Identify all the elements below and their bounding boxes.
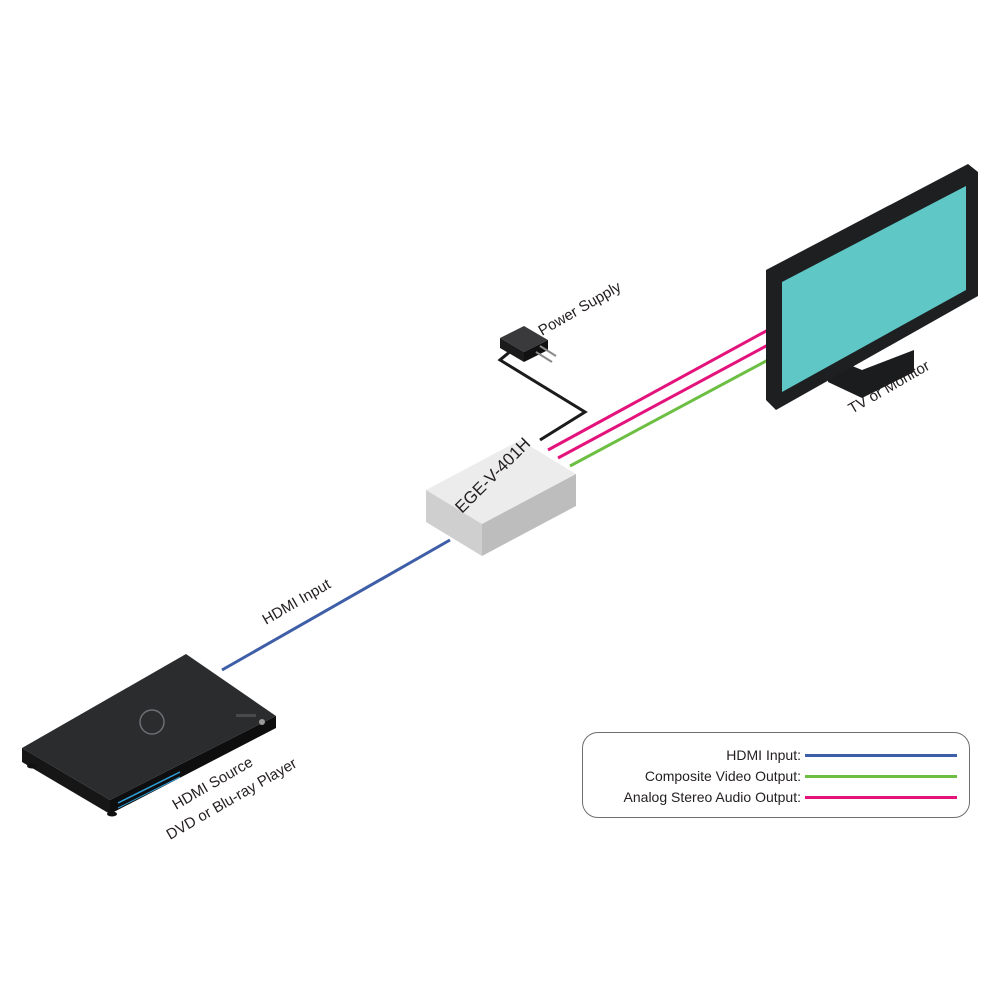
legend-row-hdmi: HDMI Input: xyxy=(583,745,971,765)
legend-row-audio: Analog Stereo Audio Output: xyxy=(583,787,971,807)
legend-swatch-audio xyxy=(805,796,957,799)
power-supply-label: Power Supply xyxy=(536,278,625,339)
legend-label-hdmi: HDMI Input: xyxy=(726,747,801,763)
hdmi-cable xyxy=(221,538,451,672)
power-cable xyxy=(497,348,588,442)
legend-label-composite: Composite Video Output: xyxy=(644,768,801,784)
hdmi-cable-label: HDMI Input xyxy=(260,575,335,628)
plug-prong-icon xyxy=(535,351,553,363)
tv-screen xyxy=(782,186,966,392)
power-button-icon xyxy=(259,719,265,725)
converter-box xyxy=(426,440,576,556)
legend-swatch-hdmi xyxy=(805,754,957,757)
blue-led-strip xyxy=(117,771,181,804)
composite-video-cable xyxy=(569,358,769,468)
legend-swatch-composite xyxy=(805,775,957,778)
legend: HDMI Input: Composite Video Output: Anal… xyxy=(582,732,970,818)
legend-label-audio: Analog Stereo Audio Output: xyxy=(623,789,801,805)
cables xyxy=(221,328,769,672)
audio-cable-left xyxy=(547,328,769,452)
audio-cable-right xyxy=(557,343,769,460)
disc-tray-icon xyxy=(139,709,165,735)
legend-row-composite: Composite Video Output: xyxy=(583,766,971,786)
power-supply xyxy=(500,326,557,363)
hdmi-source-device xyxy=(22,654,276,817)
tv-monitor xyxy=(766,164,978,410)
